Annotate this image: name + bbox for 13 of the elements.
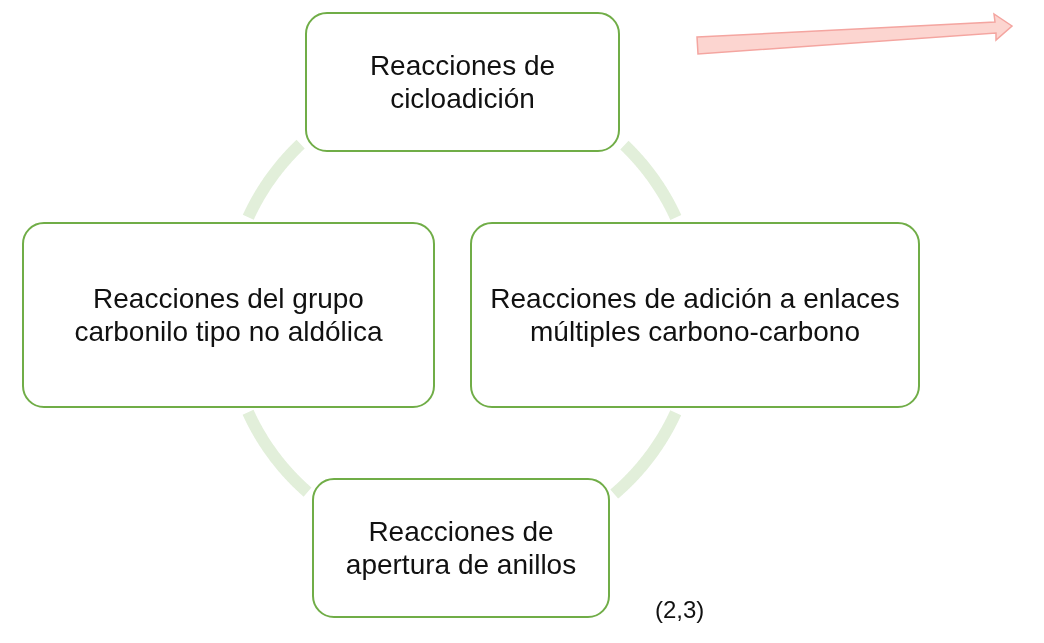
box-label: Reacciones del grupo carbonilo tipo no aldólica <box>73 281 384 349</box>
connector-arc <box>608 407 682 500</box>
connector-arc <box>242 407 313 498</box>
process-box <box>22 222 435 408</box>
connector-arc <box>242 138 306 223</box>
process-box <box>312 478 610 618</box>
note-text: (2,3) <box>655 596 705 624</box>
connector-arc <box>619 139 682 223</box>
box-label: Reacciones de adición a enlaces múltiples carbono-carbono <box>489 281 901 349</box>
box-label: Reacciones de cicloadición <box>368 48 557 116</box>
box-label: Reacciones de apertura de anillos <box>344 514 578 582</box>
process-box <box>305 12 620 152</box>
process-box <box>470 222 920 408</box>
